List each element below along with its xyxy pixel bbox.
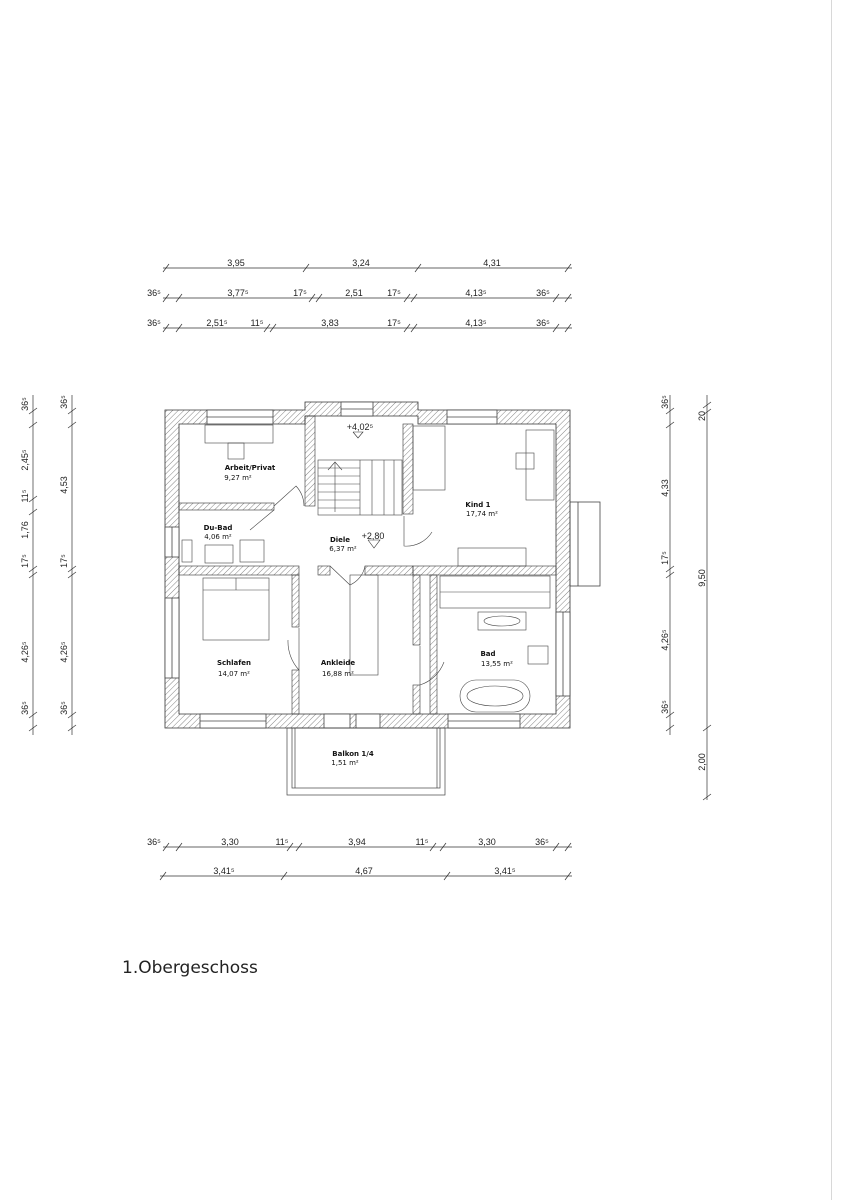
room-area: 9,27 m² [224, 474, 252, 482]
room-area: 13,55 m² [481, 660, 513, 668]
room-name: Kind 1 [465, 501, 490, 509]
dim-label: 2,00 [697, 753, 707, 771]
dim-label: 3,30 [478, 837, 496, 847]
dimension-lines-top [162, 263, 572, 333]
interior-walls [178, 415, 557, 715]
bay-extension [569, 501, 601, 587]
outer-walls [164, 401, 571, 729]
dim-label: 36⁵ [536, 288, 550, 298]
dim-label: 36⁵ [536, 318, 550, 328]
level-label: +2,80 [362, 531, 385, 541]
dim-label: 17⁵ [660, 551, 670, 565]
dimension-lines-left [28, 395, 77, 735]
dim-label: 17⁵ [293, 288, 307, 298]
level-markers [352, 431, 381, 549]
dim-label: 36⁵ [535, 837, 549, 847]
dim-label: 36⁵ [660, 395, 670, 409]
dim-label: 3,77⁵ [227, 288, 249, 298]
dim-label: 36⁵ [147, 318, 161, 328]
dim-label: 3,30 [221, 837, 239, 847]
dimension-labels-right: 36⁵ 4,33 17⁵ 4,26⁵ 36⁵ 20 9,50 2,00 [660, 395, 707, 771]
dim-label: 11⁵ [250, 318, 263, 328]
dim-label: 4,31 [483, 258, 501, 268]
dim-label: 2,51⁵ [206, 318, 228, 328]
room-area: 1,51 m² [331, 759, 359, 767]
doors [249, 485, 445, 686]
dim-label: 4,13⁵ [465, 288, 487, 298]
page-title: 1.Obergeschoss [122, 958, 258, 978]
dimension-labels-left: 36⁵ 2,45⁵ 11⁵ 1,76 17⁵ 4,26⁵ 36⁵ 36⁵ 4,5… [20, 395, 69, 715]
room-labels: Arbeit/Privat 9,27 m² Du-Bad 4,06 m² Die… [204, 464, 514, 767]
balcony [286, 727, 446, 796]
dim-label: 3,41⁵ [494, 866, 516, 876]
dim-label: 36⁵ [660, 700, 670, 714]
room-name: Ankleide [321, 659, 356, 667]
dim-label: 17⁵ [59, 554, 69, 568]
dim-label: 17⁵ [387, 288, 401, 298]
dim-label: 17⁵ [20, 554, 30, 568]
dim-label: 11⁵ [415, 837, 428, 847]
dim-label: 4,67 [355, 866, 373, 876]
room-name: Du-Bad [204, 524, 233, 532]
dimension-lines-right [665, 395, 712, 801]
dim-label: 11⁵ [20, 489, 30, 502]
dim-label: 3,83 [321, 318, 339, 328]
room-name: Bad [480, 650, 495, 658]
dimension-labels-top: 3,95 3,24 4,31 36⁵ 3,77⁵ 17⁵ 2,51 17⁵ 4,… [147, 258, 550, 328]
room-area: 17,74 m² [466, 510, 498, 518]
dim-label: 36⁵ [20, 397, 30, 411]
dim-label: 2,51 [345, 288, 363, 298]
dim-label: 4,26⁵ [660, 629, 670, 651]
dim-label: 3,24 [352, 258, 370, 268]
dimension-lines-bottom [159, 842, 572, 881]
dim-label: 2,45⁵ [20, 449, 30, 471]
room-name: Arbeit/Privat [225, 464, 276, 472]
dim-label: 4,53 [59, 476, 69, 494]
room-name: Balkon 1/4 [332, 750, 374, 758]
dimension-labels-bottom: 36⁵ 3,30 11⁵ 3,94 11⁵ 3,30 36⁵ 3,41⁵ 4,6… [147, 837, 549, 876]
dim-label: 9,50 [697, 569, 707, 587]
staircase [317, 459, 403, 516]
dim-label: 3,95 [227, 258, 245, 268]
page-edge-line [831, 0, 832, 1200]
windows [164, 401, 571, 729]
dim-label: 11⁵ [275, 837, 288, 847]
dim-label: 36⁵ [20, 701, 30, 715]
dim-label: 4,13⁵ [465, 318, 487, 328]
dim-label: 4,26⁵ [20, 641, 30, 663]
room-area: 14,07 m² [218, 670, 250, 678]
dim-label: 1,76 [20, 521, 30, 539]
dim-label: 3,94 [348, 837, 366, 847]
dim-label: 3,41⁵ [213, 866, 235, 876]
dim-label: 17⁵ [387, 318, 401, 328]
dim-label: 4,33 [660, 479, 670, 497]
room-area: 4,06 m² [204, 533, 232, 541]
dim-label: 4,26⁵ [59, 641, 69, 663]
dim-label: 36⁵ [59, 395, 69, 409]
room-area: 6,37 m² [329, 545, 357, 553]
room-name: Schlafen [217, 659, 251, 667]
furniture [181, 424, 555, 713]
room-area: 16,88 m² [322, 670, 354, 678]
dim-label: 20 [697, 411, 707, 421]
dim-label: 36⁵ [147, 288, 161, 298]
dim-label: 36⁵ [59, 701, 69, 715]
room-name: Diele [330, 536, 350, 544]
level-label: +4,02⁵ [347, 422, 374, 432]
dim-label: 36⁵ [147, 837, 161, 847]
